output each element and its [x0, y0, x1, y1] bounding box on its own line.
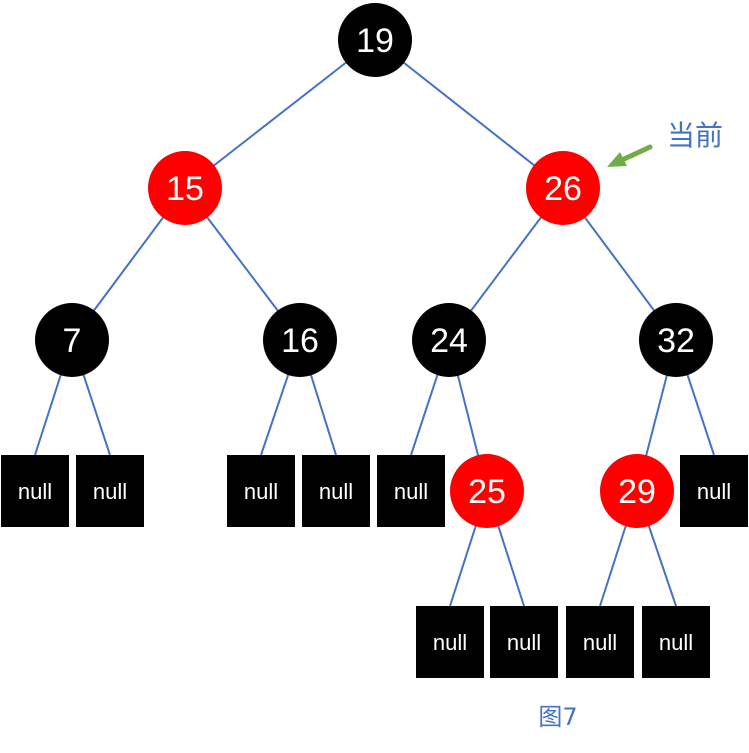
red-node-circle: [148, 151, 222, 225]
null-leaf-label: null: [697, 479, 731, 504]
null-leaf-box: [227, 455, 295, 527]
tree-node-label: 24: [430, 322, 468, 360]
null-leaf: null: [566, 606, 634, 678]
tree-node-29: 29: [600, 454, 674, 528]
null-leaf-box: [1, 455, 69, 527]
red-node-circle: [600, 454, 674, 528]
null-leaf-label: null: [433, 630, 467, 655]
tree-node-label: 32: [657, 322, 695, 360]
tree-node-26: 26: [526, 151, 600, 225]
null-leaf-label: null: [659, 630, 693, 655]
current-pointer-arrow: [607, 144, 653, 167]
null-leaf-box: [490, 606, 558, 678]
tree-node-24: 24: [412, 303, 486, 377]
null-leaf-box: [566, 606, 634, 678]
null-leaf-box: [302, 455, 370, 527]
null-leaf-box: [76, 455, 144, 527]
tree-node-label: 7: [63, 322, 82, 360]
tree-edge: [374, 39, 564, 189]
null-leaf-label: null: [583, 630, 617, 655]
tree-node-32: 32: [639, 303, 713, 377]
red-node-circle: [450, 454, 524, 528]
null-leaf-box: [680, 455, 748, 527]
tree-node-label: 15: [166, 170, 204, 208]
black-node-circle: [263, 303, 337, 377]
black-node-circle: [412, 303, 486, 377]
tree-node-19: 19: [338, 3, 412, 77]
tree-node-15: 15: [148, 151, 222, 225]
null-leaf: null: [642, 606, 710, 678]
tree-node-label: 19: [356, 22, 394, 60]
tree-node-16: 16: [263, 303, 337, 377]
null-leaf-label: null: [319, 479, 353, 504]
null-leaf-label: null: [18, 479, 52, 504]
null-leaf: null: [302, 455, 370, 527]
null-leaf-box: [377, 455, 445, 527]
null-leaf: null: [76, 455, 144, 527]
current-annotation-label: 当前: [667, 119, 723, 152]
null-leaves: null null null null null null null null null null: [1, 455, 748, 678]
null-leaf-label: null: [507, 630, 541, 655]
figure-caption: 图7: [538, 703, 577, 731]
tree-node-label: 26: [544, 170, 582, 208]
black-node-circle: [639, 303, 713, 377]
null-leaf-label: null: [93, 479, 127, 504]
null-leaf-box: [642, 606, 710, 678]
black-node-circle: [35, 303, 109, 377]
null-leaf: null: [1, 455, 69, 527]
null-leaf: null: [227, 455, 295, 527]
tree-node-25: 25: [450, 454, 524, 528]
tree-node-label: 29: [618, 473, 656, 511]
null-leaf: null: [490, 606, 558, 678]
null-leaf-label: null: [394, 479, 428, 504]
null-leaf-box: [416, 606, 484, 678]
black-node-circle: [338, 3, 412, 77]
tree-node-label: 16: [281, 322, 319, 360]
tree-node-7: 7: [35, 303, 109, 377]
null-leaf: null: [680, 455, 748, 527]
tree-nodes: 19 15 26 7 16 24 32 25 29: [35, 3, 713, 528]
null-leaf: null: [377, 455, 445, 527]
tree-node-label: 25: [468, 473, 506, 511]
null-leaf-label: null: [244, 479, 278, 504]
null-leaf: null: [416, 606, 484, 678]
tree-edge: [184, 39, 376, 189]
red-node-circle: [526, 151, 600, 225]
